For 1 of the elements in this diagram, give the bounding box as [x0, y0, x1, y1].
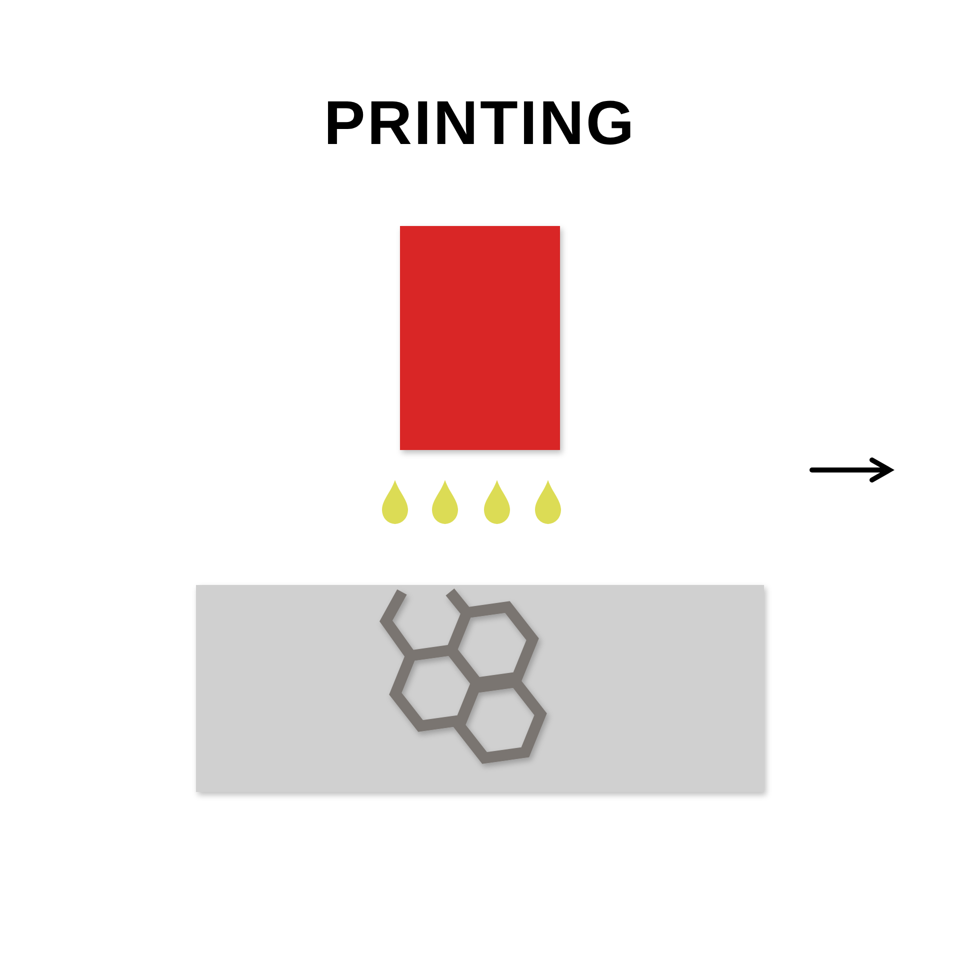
title: PRINTING — [322, 88, 638, 159]
